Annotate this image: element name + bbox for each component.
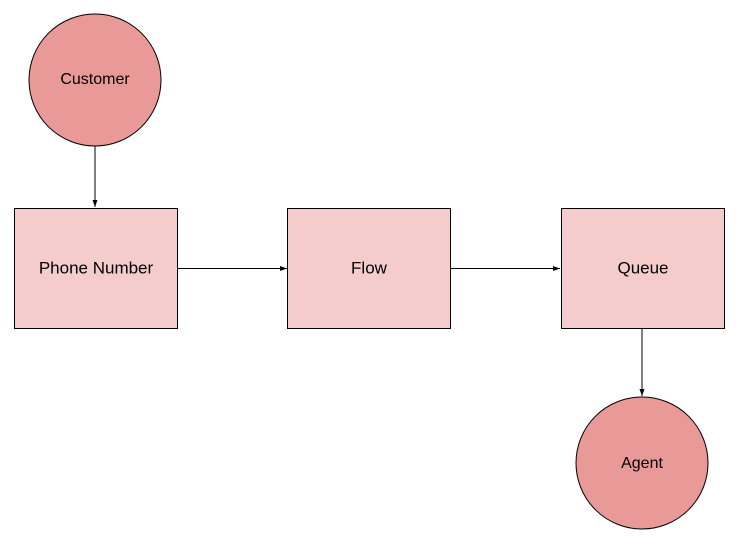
customer-node: Customer [28, 13, 162, 147]
phone-number-box [14, 208, 178, 329]
queue-box [561, 208, 725, 329]
phone-number-label: Phone Number [39, 258, 154, 277]
flow-label: Flow [351, 258, 388, 277]
customer-circle [28, 13, 162, 147]
flow-box [287, 208, 451, 329]
agent-circle [575, 396, 709, 530]
queue-label: Queue [617, 258, 668, 277]
phone-number-node: Phone Number [14, 208, 178, 329]
flow-node: Flow [287, 208, 451, 329]
agent-node: Agent [575, 396, 709, 530]
agent-label: Agent [621, 455, 663, 472]
queue-node: Queue [561, 208, 725, 329]
customer-label: Customer [60, 71, 130, 88]
